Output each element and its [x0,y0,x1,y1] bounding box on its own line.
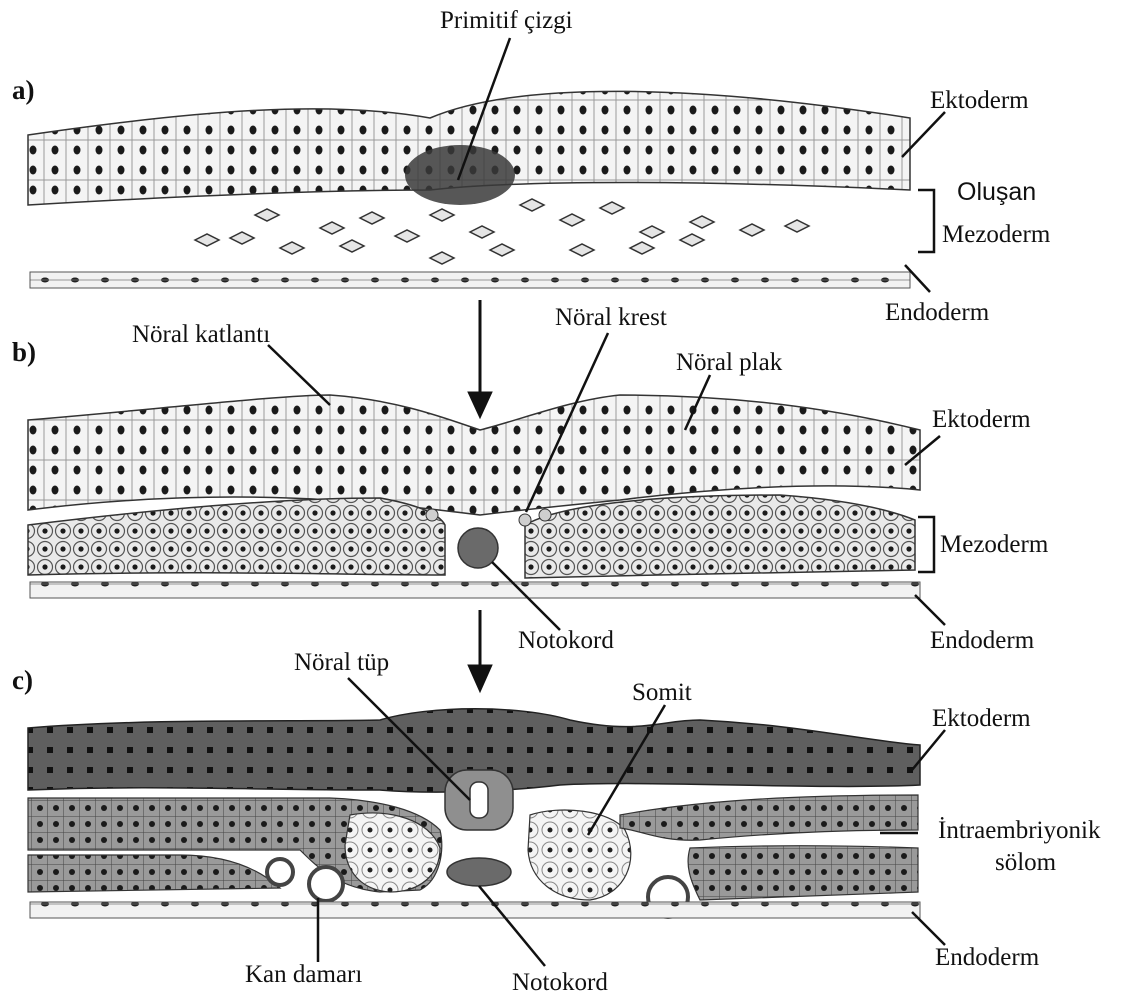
panel-c-drawing [28,709,920,918]
panel-b-drawing [28,395,920,598]
panel-a-drawing [28,91,910,288]
label-neural-crest: Nöral krest [555,305,667,330]
neural-crest-cell-right [519,514,531,526]
label-b-ectoderm: Ektoderm [932,407,1031,432]
panel-a-endoderm [30,272,910,288]
panel-b-mesoderm-left [28,498,445,575]
panel-c-mesoderm-right-lower [688,846,918,900]
label-primitive-streak: Primitif çizgi [440,8,573,33]
label-a-mesoderm-line2: Mezoderm [942,222,1050,247]
panel-c-endoderm [30,902,920,918]
panel-c-letter: c) [12,665,33,696]
bracket-a-mesoderm [918,190,934,252]
panel-b-mesoderm-right [525,495,915,578]
panel-b-letter: b) [12,337,36,368]
panel-a-letter: a) [12,75,35,106]
label-neural-plate: Nöral plak [676,350,782,375]
label-c-ectoderm: Ektoderm [932,706,1031,731]
label-b-endoderm: Endoderm [930,628,1034,653]
blood-vessel-1 [267,859,293,885]
label-c-endoderm: Endoderm [935,945,1039,970]
neural-crest-cell-right-2 [539,509,551,521]
leader-c-endoderm [912,912,945,945]
label-coelom-line1: İntraembriyonik [938,818,1100,843]
label-a-endoderm: Endoderm [885,300,989,325]
label-b-mesoderm: Mezoderm [940,532,1048,557]
label-neural-tube: Nöral tüp [294,650,389,675]
panel-c-somite-right [528,810,631,900]
panel-c-mesoderm-right-upper [620,795,918,840]
bracket-b-mesoderm [918,517,934,572]
label-somite: Somit [632,680,692,705]
panel-b-endoderm [30,582,920,598]
label-b-notochord: Notokord [518,628,614,653]
label-blood-vessel: Kan damarı [245,962,362,987]
label-a-ectoderm: Ektoderm [930,88,1029,113]
label-c-notochord: Notokord [512,970,608,995]
label-a-mesoderm-line1: Oluşan [957,180,1036,205]
leader-c-notochord [479,886,545,966]
migrating-mesoderm-cells [195,199,809,264]
blood-vessel-2 [309,867,343,901]
leader-b-endoderm [915,595,945,625]
panel-c-notochord [447,858,511,886]
neural-crest-cell-left [426,509,438,521]
panel-c-neural-tube [445,770,513,830]
label-coelom-line2: sölom [995,850,1056,875]
panel-c-mesoderm-left-lower [28,855,280,892]
label-neural-fold: Nöral katlantı [132,322,270,347]
